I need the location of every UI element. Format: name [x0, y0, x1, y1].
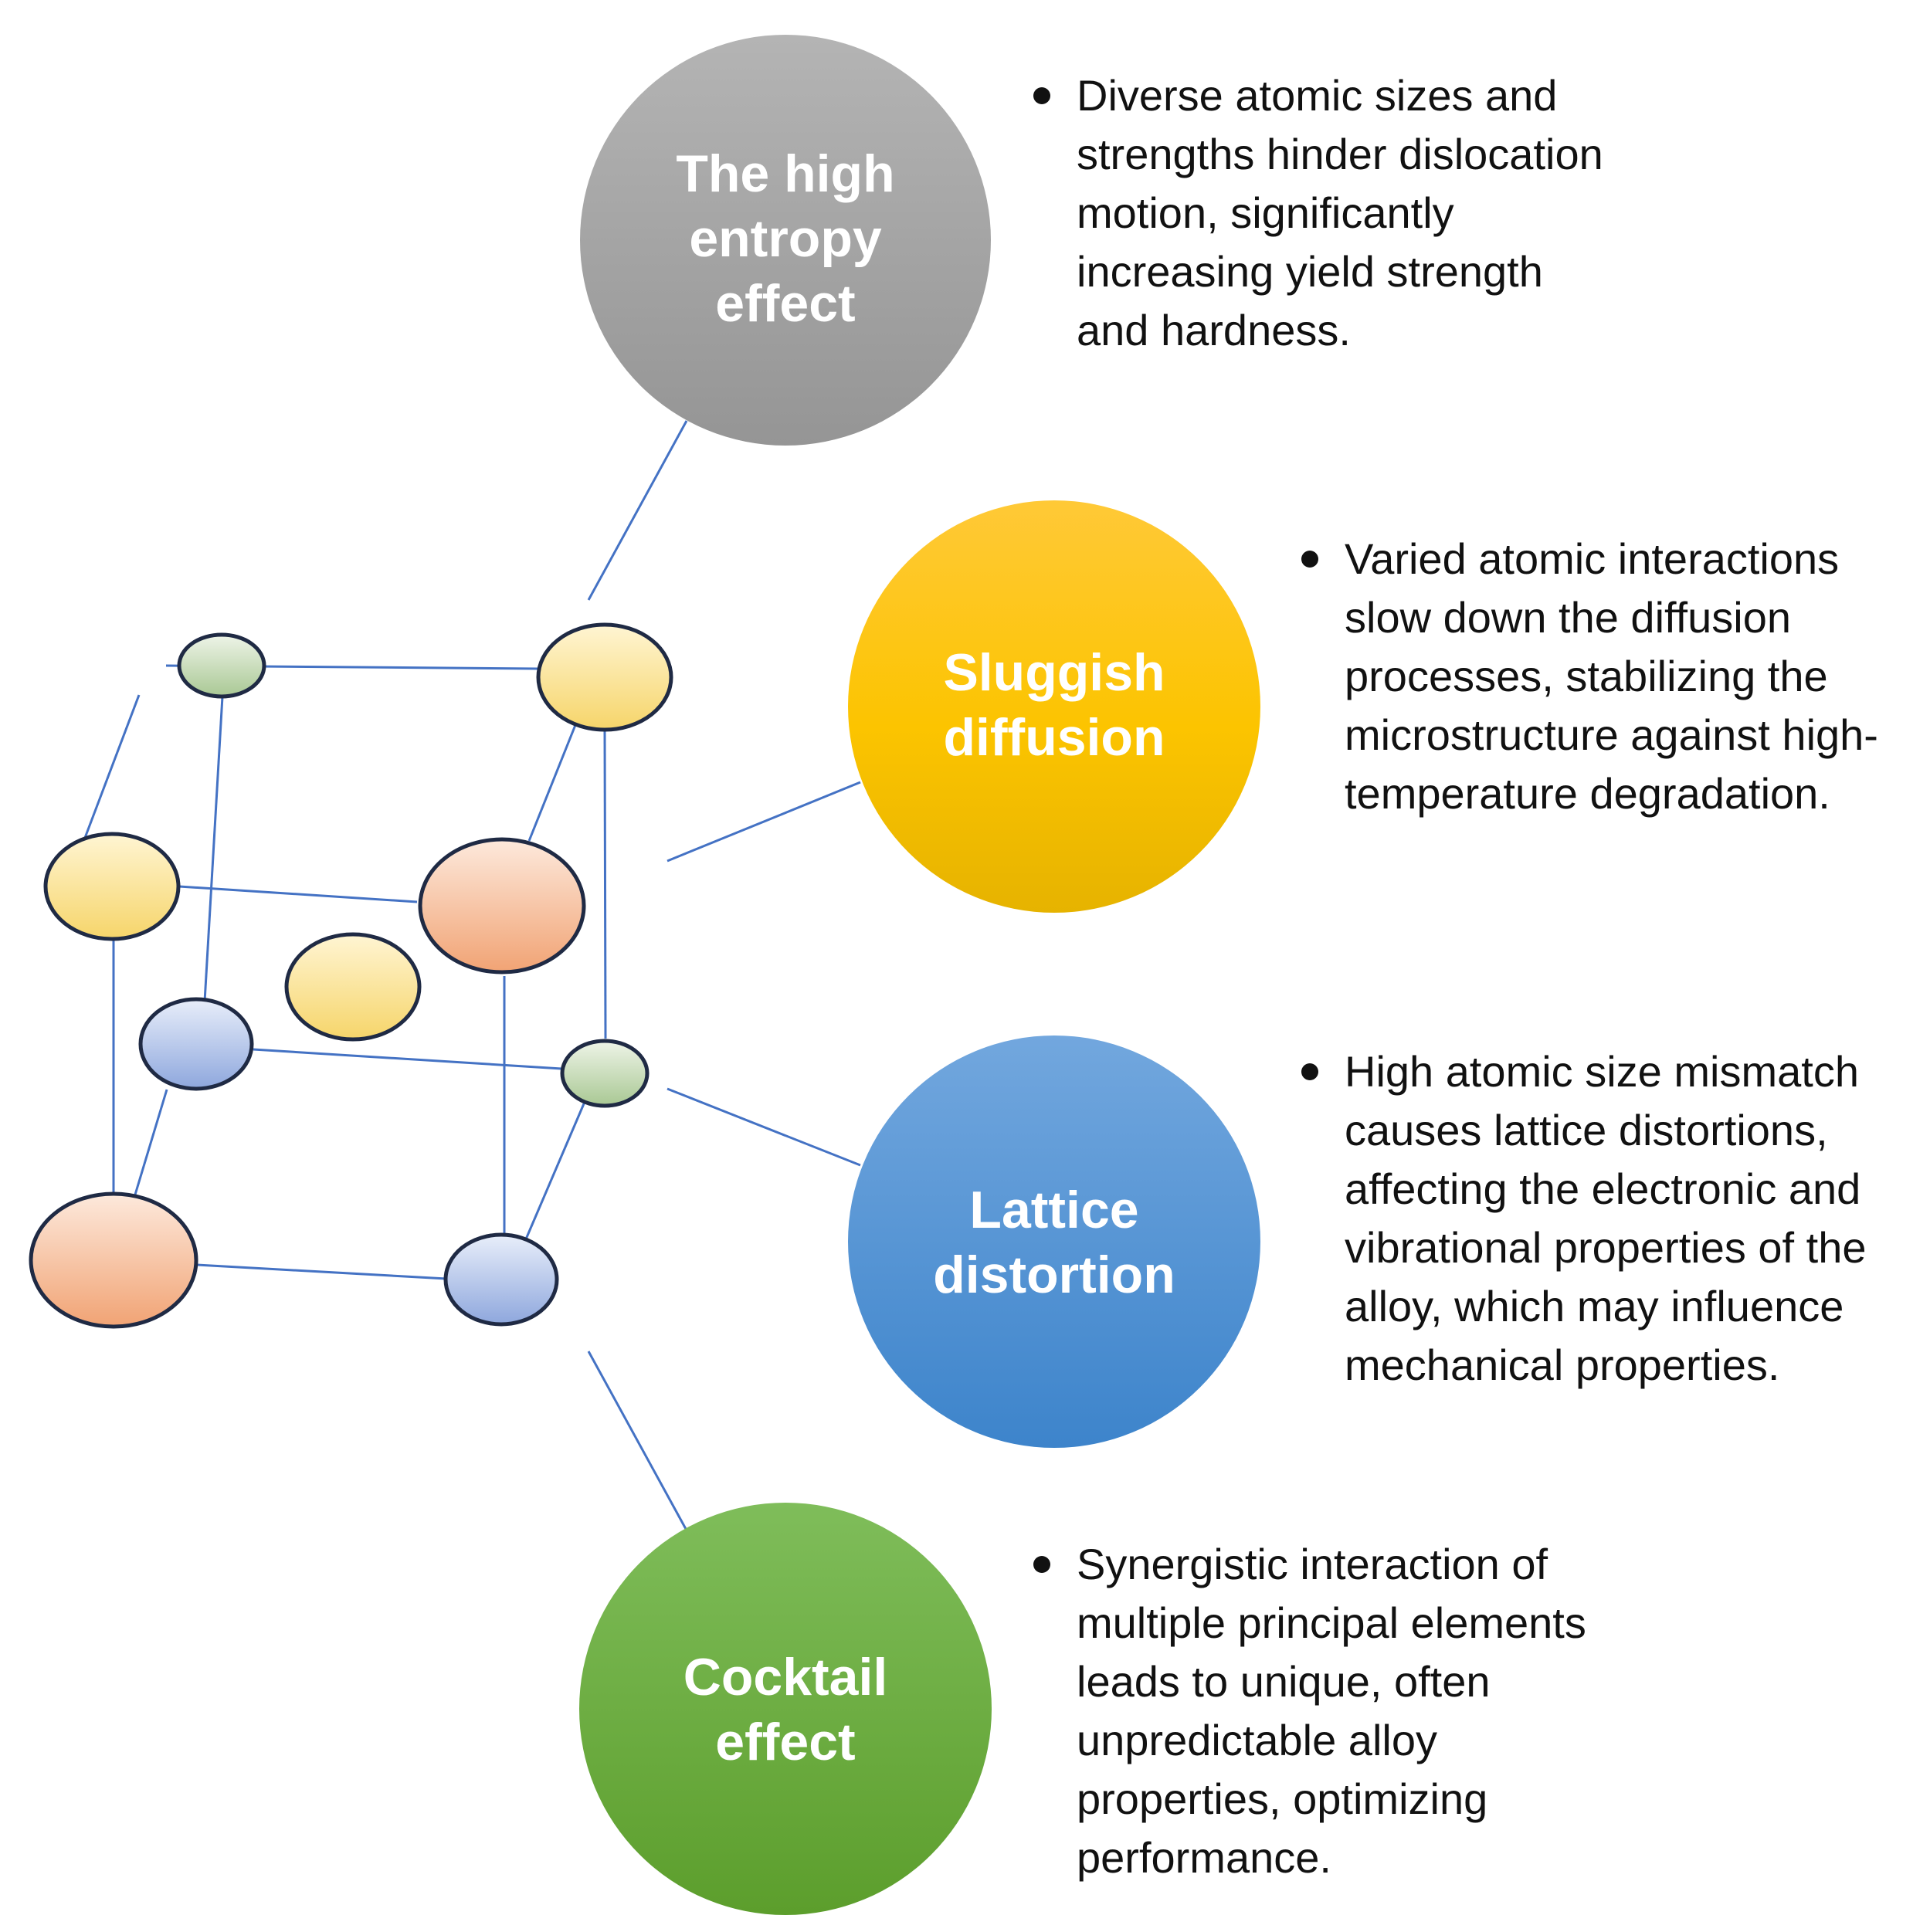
circle-sluggish-diffusion	[848, 500, 1260, 913]
label-line: Cocktail	[683, 1648, 888, 1707]
label-line: Sluggish	[943, 643, 1165, 702]
label-line: Lattice	[969, 1181, 1138, 1239]
description-bullet: Diverse atomic sizes and strengths hinde…	[1033, 66, 1620, 360]
concept-cocktail-effect: Cocktail effect	[579, 1503, 992, 1915]
atom-yellow-center	[284, 932, 422, 1042]
description-bullet: High atomic size mismatch causes lattice…	[1301, 1042, 1919, 1395]
connector-lattice-distortion	[667, 1087, 861, 1167]
label-line: entropy	[689, 209, 882, 268]
atom-yellow-top-right	[536, 622, 673, 732]
lattice-atoms	[29, 622, 673, 1329]
description-cocktail-effect: Synergistic interaction of multiple prin…	[1033, 1535, 1651, 1887]
label-line: diffusion	[943, 708, 1165, 767]
connector-high-entropy	[587, 420, 688, 601]
circle-high-entropy	[580, 35, 991, 446]
description-lattice-distortion: High atomic size mismatch causes lattice…	[1301, 1042, 1919, 1395]
concept-high-entropy: The high entropy effect	[580, 35, 991, 446]
concept-sluggish-diffusion: Sluggish diffusion	[848, 500, 1260, 913]
atom-orange-bottom	[29, 1191, 198, 1329]
circle-lattice-distortion	[848, 1035, 1260, 1448]
lattice-bonds	[83, 664, 607, 1280]
description-bullet: Synergistic interaction of multiple prin…	[1033, 1535, 1651, 1887]
label-line: effect	[715, 1713, 855, 1771]
concept-connectors	[587, 420, 861, 1530]
atom-yellow-left	[43, 832, 181, 941]
concept-lattice-distortion: Lattice distortion	[848, 1035, 1260, 1448]
label-line: distortion	[933, 1246, 1175, 1304]
description-bullet: Varied atomic interactions slow down the…	[1301, 530, 1919, 823]
atom-orange-center	[418, 837, 586, 974]
atom-blue-left	[138, 997, 254, 1091]
circle-cocktail-effect	[579, 1503, 992, 1915]
description-high-entropy: Diverse atomic sizes and strengths hinde…	[1033, 66, 1620, 360]
description-sluggish-diffusion: Varied atomic interactions slow down the…	[1301, 530, 1919, 823]
atom-blue-bottom	[443, 1232, 559, 1327]
label-line: The high	[676, 144, 894, 203]
label-line: effect	[715, 274, 855, 333]
connector-cocktail-effect	[587, 1351, 687, 1530]
atom-green-right	[560, 1039, 650, 1108]
connector-sluggish-diffusion	[667, 781, 861, 863]
atom-green-top	[177, 632, 266, 699]
